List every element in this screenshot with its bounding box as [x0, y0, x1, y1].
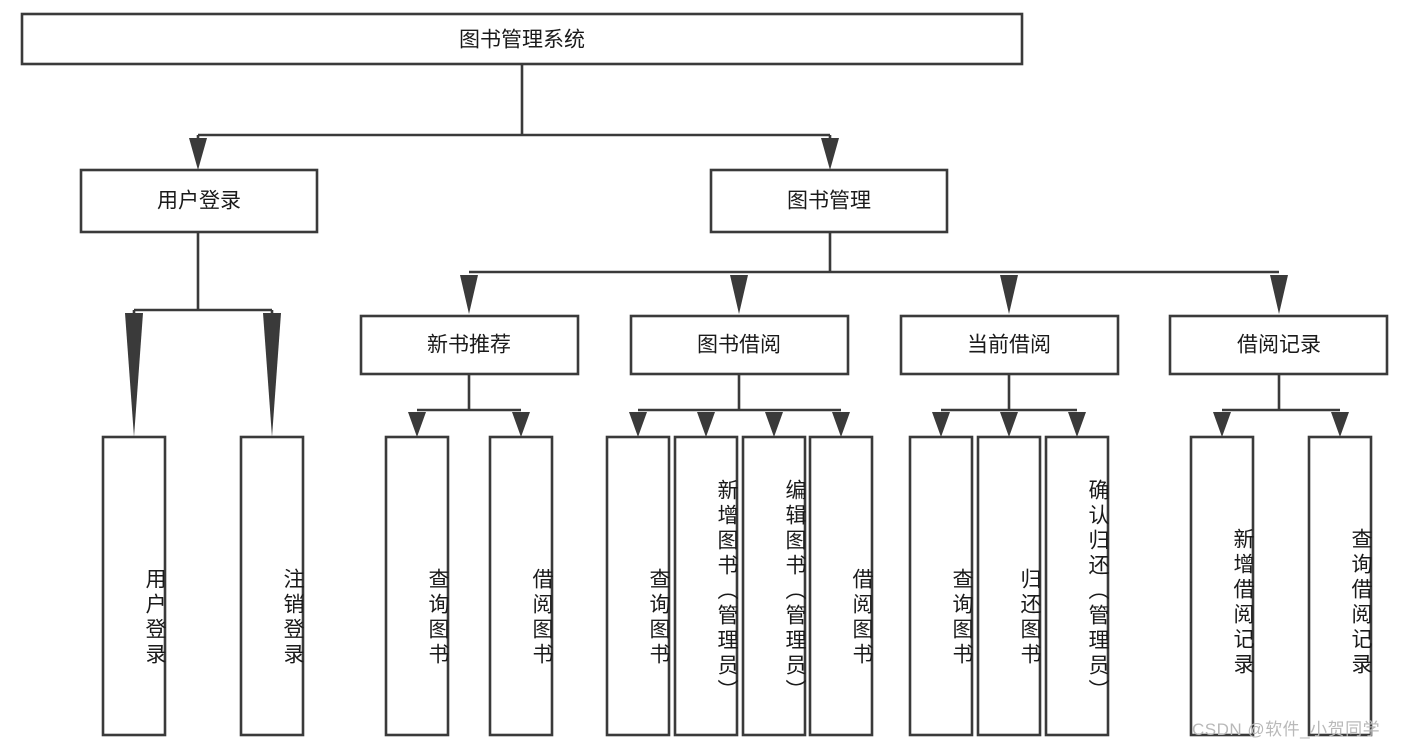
node-user-login[interactable]: [79, 168, 319, 234]
csdn-watermark: CSDN @软件_小贺同学: [1192, 720, 1381, 739]
arrow-head-br-leaf-2: [1331, 412, 1349, 437]
node-borrow-record[interactable]: [1168, 314, 1389, 376]
arrow-head-bb-leaf-4: [832, 412, 850, 437]
connector-group-book-mgmt-to-level3: [460, 232, 1288, 314]
arrow-head-nb-leaf-1: [408, 412, 426, 437]
node-book-management-label: 图书管理: [787, 190, 871, 213]
arrow-head-borrow-record: [1270, 275, 1288, 314]
connector-group-root-to-level2: [189, 64, 839, 170]
node-book-management[interactable]: [709, 168, 949, 234]
leaf-box-cb-confirm-return[interactable]: [1044, 435, 1110, 737]
node-user-login-label: 用户登录: [157, 190, 241, 213]
node-book-borrow[interactable]: [629, 314, 850, 376]
node-current-borrow[interactable]: [899, 314, 1120, 376]
node-new-book-recommend[interactable]: [359, 314, 580, 376]
connector-group-new-book-to-leaves: [408, 375, 530, 437]
node-root-label: 图书管理系统: [459, 29, 585, 52]
leaf-box-logout[interactable]: [239, 435, 305, 737]
leaf-box-bb-add-book[interactable]: [673, 435, 739, 737]
connector-group-borrow-record-to-leaves: [1213, 375, 1349, 437]
arrow-head-book-mgmt: [821, 138, 839, 170]
node-current-borrow-label: 当前借阅: [967, 334, 1051, 357]
leaf-box-br-add-record[interactable]: [1189, 435, 1255, 737]
arrow-head-book-borrow: [730, 275, 748, 314]
arrow-head-user-login: [189, 138, 207, 170]
leaf-box-cb-query-book[interactable]: [908, 435, 974, 737]
connector-group-book-borrow-to-leaves: [629, 375, 850, 437]
arrow-head-nb-leaf-2: [512, 412, 530, 437]
leaf-box-bb-borrow-book[interactable]: [808, 435, 874, 737]
connector-group-user-login-to-leaves: [125, 232, 281, 437]
arrow-head-bb-leaf-2: [697, 412, 715, 437]
node-book-borrow-label: 图书借阅: [697, 334, 781, 357]
arrow-head-new-book: [460, 275, 478, 314]
arrow-head-bb-leaf-1: [629, 412, 647, 437]
arrow-head-cb-leaf-3: [1068, 412, 1086, 437]
arrow-head-cb-leaf-1: [932, 412, 950, 437]
leaf-box-bb-edit-book[interactable]: [741, 435, 807, 737]
node-new-book-recommend-label: 新书推荐: [427, 334, 511, 357]
arrow-head-br-leaf-1: [1213, 412, 1231, 437]
node-root-book-management-system[interactable]: [20, 12, 1024, 66]
arrow-head-bb-leaf-3: [765, 412, 783, 437]
leaf-box-bb-query-book[interactable]: [605, 435, 671, 737]
arrow-head-cb-leaf-2: [1000, 412, 1018, 437]
leaf-box-user-login[interactable]: [101, 435, 167, 737]
arrow-head-current-borrow: [1000, 275, 1018, 314]
connector-group-current-borrow-to-leaves: [932, 375, 1086, 437]
leaf-box-cb-return-book[interactable]: [976, 435, 1042, 737]
leaf-box-br-query-record[interactable]: [1307, 435, 1373, 737]
leaf-box-nb-query-book[interactable]: [384, 435, 450, 737]
node-borrow-record-label: 借阅记录: [1237, 334, 1321, 357]
leaf-box-nb-borrow-book[interactable]: [488, 435, 554, 737]
